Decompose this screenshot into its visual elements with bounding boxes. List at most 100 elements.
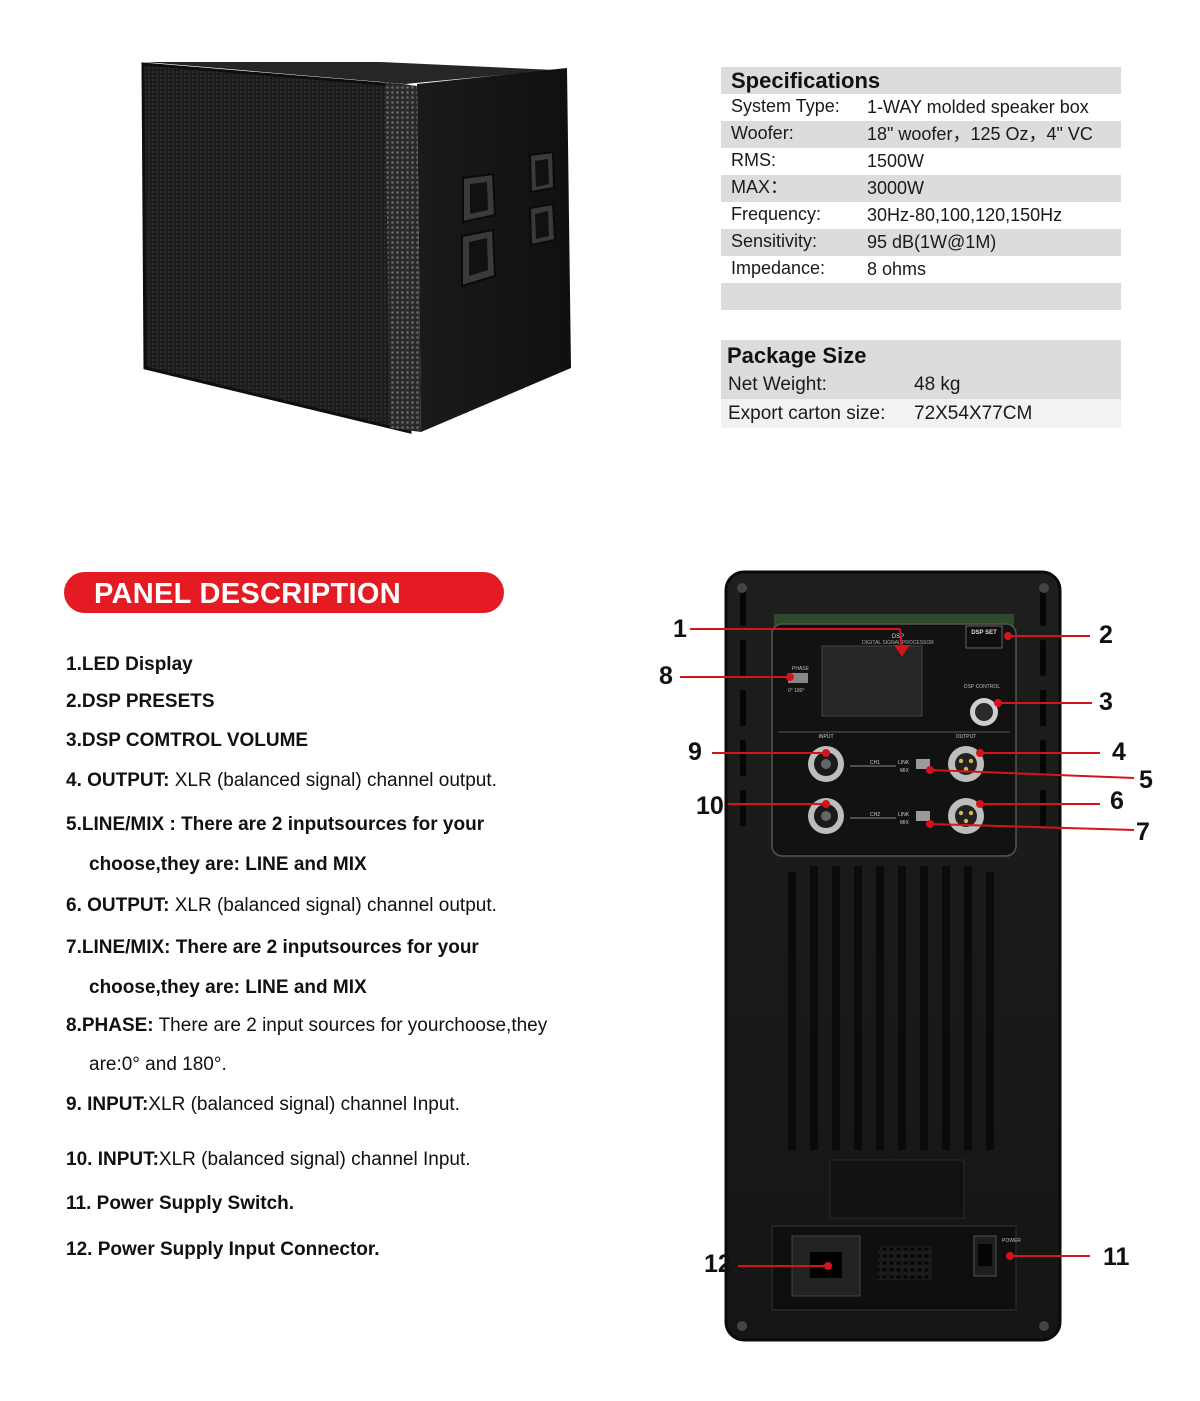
panel-item-text: are:0° and 180°.: [89, 1054, 227, 1075]
panel-item-bold: 3.DSP COMTROL VOLUME: [66, 730, 309, 751]
spec-value: 30Hz-80,100,120,150Hz: [867, 205, 1063, 225]
panel-item-bold: 1.LED Display: [66, 654, 193, 675]
package-size-table: Package Size Net Weight: 48 kg Export ca…: [721, 340, 1121, 428]
panel-item: 5.LINE/MIX : There are 2 inputsources fo…: [66, 814, 484, 836]
panel-item-bold: choose,they are: LINE and MIX: [89, 977, 367, 998]
rear-panel-image: DSP DIGITAL SIGNAL PROCESSOR DSP SET PHA…: [680, 570, 1135, 1342]
callout-dot-9: [822, 749, 830, 757]
panel-item-bold: 9. INPUT:: [66, 1094, 149, 1115]
phase-switch[interactable]: [788, 673, 808, 683]
spec-value: 8 ohms: [867, 259, 927, 279]
panel-item-text: XLR (balanced signal) channel Input.: [158, 1149, 471, 1170]
output-jack-ch1[interactable]: [948, 746, 984, 782]
link-label-ch1: LINK: [898, 760, 910, 766]
panel-item-bold: 10. INPUT:: [66, 1149, 159, 1170]
speaker-cabinet-image: [141, 62, 571, 434]
panel-description-heading: PANEL DESCRIPTION: [64, 572, 504, 613]
spec-label: Sensitivity:: [731, 231, 818, 251]
dsp-title-label: DSP: [892, 634, 904, 640]
panel-item-bold: 5.LINE/MIX : There are 2 inputsources fo…: [66, 814, 485, 835]
panel-item-text: There are 2 input sources for yourchoose…: [153, 1015, 548, 1036]
spec-row: Sensitivity: 95 dB(1W@1M): [721, 229, 1121, 256]
panel-item: 11. Power Supply Switch.: [66, 1193, 294, 1215]
phase-values-label: 0° 180°: [788, 688, 805, 694]
spec-row: System Type: 1-WAY molded speaker box: [721, 94, 1121, 121]
panel-item: 6. OUTPUT: XLR (balanced signal) channel…: [66, 895, 497, 917]
mix-label-ch1: MIX: [900, 768, 910, 774]
callout-2: 2: [1099, 621, 1113, 649]
spec-label: Impedance:: [731, 258, 826, 278]
spec-row: Frequency: 30Hz-80,100,120,150Hz: [721, 202, 1121, 229]
callout-7: 7: [1136, 818, 1150, 846]
panel-item-bold: 8.PHASE:: [66, 1015, 154, 1036]
spec-row: Woofer: 18" woofer，125 Oz，4" VC: [721, 121, 1121, 148]
phase-label: PHASE: [792, 666, 810, 672]
package-label: Net Weight:: [728, 374, 827, 395]
output-label: OUTPUT: [956, 734, 977, 740]
input-label: INPUT: [819, 734, 834, 740]
callout-8: 8: [659, 662, 673, 690]
specifications-title: Specifications: [721, 67, 1121, 94]
panel-item: 9. INPUT:XLR (balanced signal) channel I…: [66, 1094, 460, 1116]
dsp-preset-label: DSP SET: [971, 630, 997, 636]
spec-label: System Type:: [731, 96, 840, 116]
callout-dot-3: [994, 699, 1002, 707]
callout-lines: [680, 628, 1135, 1270]
dsp-subtitle-label: DIGITAL SIGNAL PROCESSOR: [862, 640, 934, 646]
spec-label: RMS:: [731, 150, 776, 170]
callout-dot-10: [822, 800, 830, 808]
package-label: Export carton size:: [728, 403, 886, 424]
spec-row: RMS: 1500W: [721, 148, 1121, 175]
panel-item: 10. INPUT:XLR (balanced signal) channel …: [66, 1149, 471, 1171]
input-jack-ch2[interactable]: [808, 798, 844, 834]
callout-dot-6: [976, 800, 984, 808]
callout-dot-5: [926, 766, 934, 774]
callout-dot-8: [786, 673, 794, 681]
panel-item: are:0° and 180°.: [89, 1054, 227, 1076]
panel-item: 4. OUTPUT: XLR (balanced signal) channel…: [66, 770, 497, 792]
panel-item: 2.DSP PRESETS: [66, 691, 215, 713]
panel-item-text: XLR (balanced signal) channel Input.: [148, 1094, 460, 1115]
callout-1: 1: [673, 615, 687, 643]
ch2-label: CH2: [870, 812, 880, 818]
line-mix-switch-ch2[interactable]: [916, 811, 930, 821]
panel-item: choose,they are: LINE and MIX: [89, 977, 367, 999]
spec-value: 1-WAY molded speaker box: [867, 97, 1089, 117]
line-mix-switch-ch1[interactable]: [916, 759, 930, 769]
spec-value: 1500W: [867, 151, 925, 171]
spec-empty-row: [721, 283, 1121, 310]
spec-value: 18" woofer，125 Oz，4" VC: [867, 124, 1093, 144]
callout-dot-4: [976, 749, 984, 757]
callout-3: 3: [1099, 688, 1113, 716]
panel-item-bold: 12. Power Supply Input Connector.: [66, 1239, 380, 1260]
mix-label-ch2: MIX: [900, 820, 910, 826]
spec-label: Frequency:: [731, 204, 822, 224]
package-row: Export carton size: 72X54X77CM: [721, 399, 1121, 428]
package-value: 72X54X77CM: [914, 403, 1033, 424]
spec-value: 3000W: [867, 178, 925, 198]
specifications-table: Specifications System Type: 1-WAY molded…: [721, 67, 1121, 310]
panel-item-bold: 4. OUTPUT:: [66, 770, 170, 791]
callout-dot-7: [926, 820, 934, 828]
panel-item: 1.LED Display: [66, 654, 193, 676]
callout-dot-2: [1004, 632, 1012, 640]
callout-6: 6: [1110, 787, 1124, 815]
panel-item-bold: 2.DSP PRESETS: [66, 691, 215, 712]
callout-dot-11: [1006, 1252, 1014, 1260]
dsp-control-label: DSP CONTROL: [964, 684, 1000, 690]
panel-item-text: XLR (balanced signal) channel output.: [169, 895, 497, 916]
panel-item: 3.DSP COMTROL VOLUME: [66, 730, 308, 752]
package-title: Package Size: [721, 340, 1121, 370]
power-label: POWER: [1002, 1238, 1021, 1244]
spec-row: Impedance: 8 ohms: [721, 256, 1121, 283]
package-row: Net Weight: 48 kg: [721, 370, 1121, 399]
package-value: 48 kg: [914, 374, 961, 395]
spec-label: MAX：: [731, 177, 789, 197]
panel-item: 8.PHASE: There are 2 input sources for y…: [66, 1015, 547, 1037]
spec-label: Woofer:: [731, 123, 794, 143]
panel-item: choose,they are: LINE and MIX: [89, 854, 367, 876]
ch1-label: CH1: [870, 760, 880, 766]
panel-item: 7.LINE/MIX: There are 2 inputsources for…: [66, 937, 479, 959]
input-jack-ch1[interactable]: [808, 746, 844, 782]
callout-5: 5: [1139, 766, 1153, 794]
